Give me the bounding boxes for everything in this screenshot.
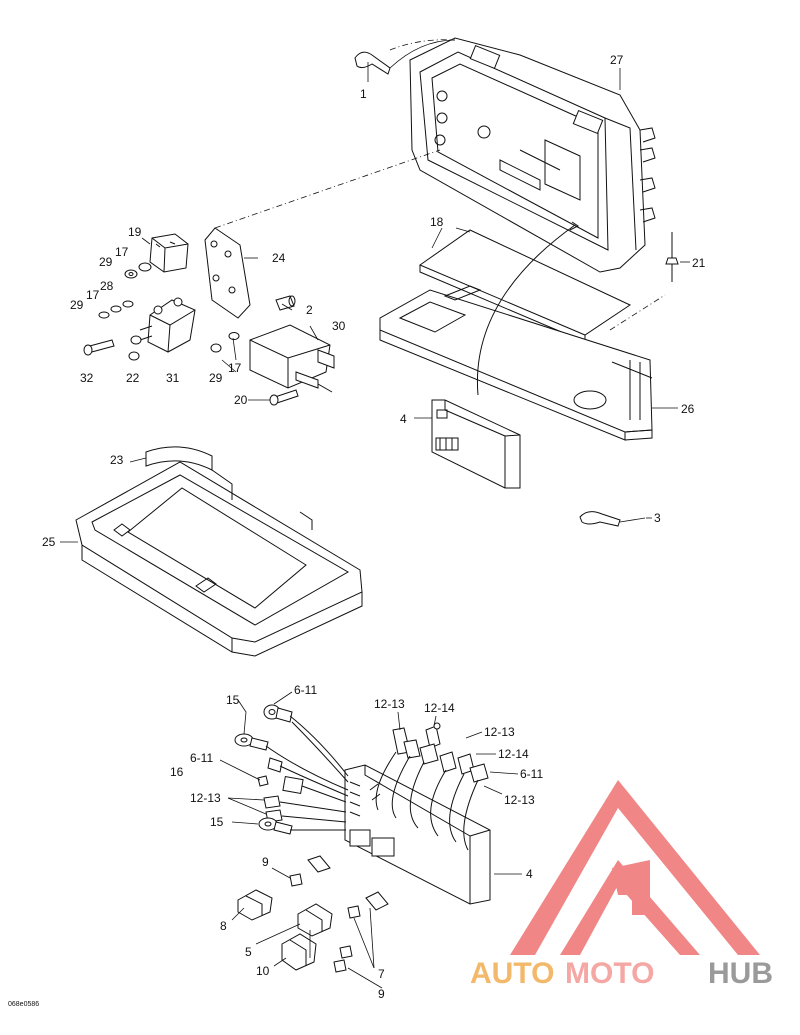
part-27-electrical-box: [389, 37, 656, 273]
watermark-text: AUTO MOTO HUB: [470, 957, 773, 990]
callout-7: 7: [378, 967, 385, 981]
part-30-relay: [210, 324, 335, 406]
callout-12-14-b: 12-14: [498, 747, 529, 761]
callout-24: 24: [272, 251, 286, 265]
part-4-circuit-board-top: [431, 399, 521, 489]
callout-15-b: 15: [210, 815, 224, 829]
callout-29-b: 29: [70, 298, 84, 312]
callout-20: 20: [234, 393, 248, 407]
part-2-spacer: [275, 295, 296, 311]
part-9-fuse-top: [289, 855, 331, 887]
callout-4-top: 4: [400, 412, 407, 426]
watermark-logo: [510, 780, 760, 955]
part-10-connector: [281, 933, 317, 971]
callout-12-13-a: 12-13: [374, 697, 405, 711]
callout-17-b: 17: [86, 288, 100, 302]
callout-31: 31: [166, 371, 180, 385]
callout-32: 32: [80, 371, 94, 385]
logo-mark: [560, 860, 700, 955]
callout-12-13-c: 12-13: [190, 791, 221, 805]
callout-25: 25: [42, 535, 56, 549]
part-8-connector: [237, 889, 273, 921]
callout-10: 10: [256, 964, 270, 978]
wiring-harness: [234, 704, 489, 851]
callout-4-bottom: 4: [526, 867, 533, 881]
callout-18: 18: [430, 215, 444, 229]
callout-21: 21: [692, 256, 706, 270]
callout-29-c: 29: [209, 371, 223, 385]
callout-29-a: 29: [99, 255, 113, 269]
part-18-pad: [418, 229, 632, 343]
callout-12-14-a: 12-14: [424, 701, 455, 715]
callout-9-a: 9: [262, 855, 269, 869]
callout-27: 27: [610, 53, 624, 67]
callout-16: 16: [170, 765, 184, 779]
part-31-solenoid: [83, 297, 196, 361]
callout-5: 5: [245, 945, 252, 959]
callout-15-a: 15: [226, 693, 240, 707]
part-1-tie-strap: [354, 39, 456, 82]
watermark-auto: AUTO: [470, 957, 554, 990]
callout-23: 23: [110, 453, 124, 467]
callout-labels: 1 27 18 21 26 4 3 19 17 29 28 17 29 24 2…: [8, 53, 706, 1008]
part-4-circuit-board-bottom: [344, 764, 491, 905]
watermark-moto: MOTO: [565, 957, 654, 990]
callout-19: 19: [128, 225, 142, 239]
drawing-code: 068e0586: [8, 1001, 39, 1008]
watermark-hub: HUB: [708, 957, 773, 990]
leader-lines: [60, 68, 690, 989]
callout-30: 30: [332, 319, 346, 333]
callout-6-11-a: 6-11: [294, 683, 317, 697]
part-17-29-hardware-a: [124, 262, 152, 279]
part-26-mounting-plate: [379, 221, 666, 441]
part-19-relay: [149, 233, 189, 273]
callout-9-b: 9: [378, 987, 385, 1001]
part-5-connector: [297, 903, 333, 937]
callout-6-11-b: 6-11: [190, 751, 213, 765]
callout-2: 2: [306, 303, 313, 317]
part-7-fuse: [333, 891, 389, 973]
part-21-pin: [665, 232, 679, 282]
callout-12-13-d: 12-13: [504, 793, 535, 807]
callout-1: 1: [360, 87, 367, 101]
callout-8: 8: [220, 919, 227, 933]
callout-17-c: 17: [228, 361, 242, 375]
callout-12-13-b: 12-13: [484, 725, 515, 739]
callout-3: 3: [654, 511, 661, 525]
part-3-tie-strap: [579, 511, 646, 527]
callout-17-a: 17: [115, 245, 129, 259]
callout-28: 28: [100, 279, 114, 293]
logo-triangle-outer: [510, 780, 760, 955]
callout-26: 26: [681, 402, 695, 416]
part-25-tray: [75, 461, 363, 657]
part-24-bracket: [204, 149, 441, 319]
callout-6-11-c: 6-11: [520, 767, 543, 781]
logo-g-shape: [612, 860, 650, 915]
callout-22: 22: [126, 371, 140, 385]
